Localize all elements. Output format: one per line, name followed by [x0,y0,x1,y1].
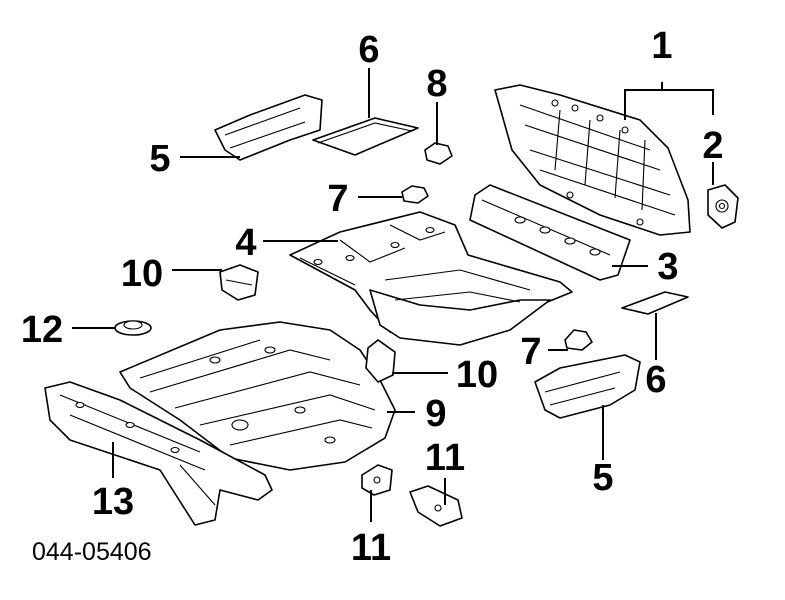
callout-6-right: 6 [645,359,666,401]
callout-7-top: 7 [327,178,348,220]
part-5-bracket-lower [534,354,641,419]
diagram-code: 044-05406 [32,538,152,566]
callout-13: 13 [92,481,134,523]
part-11-mount-left [361,464,393,496]
part-10-bracket-mid [365,339,396,383]
part-1-rear-panel [494,84,691,236]
callout-8: 8 [426,63,447,105]
callout-5-bottom: 5 [592,457,613,499]
callout-2: 2 [702,125,723,167]
callout-4: 4 [235,222,256,264]
part-6-pad-lower [621,291,689,315]
part-9-floor-pan [119,321,396,471]
part-8-clip [424,142,453,165]
callout-10-mid: 10 [456,354,498,396]
leader-lines [72,68,714,522]
callout-12: 12 [21,309,63,351]
part-4-rear-floor-pan [289,211,573,346]
part-7-clip-upper [401,185,429,204]
callout-6-top: 6 [358,29,379,71]
callout-10-left: 10 [121,253,163,295]
callout-7-mid: 7 [520,331,541,373]
leader-1 [624,89,714,120]
part-6-pad-upper [312,117,419,156]
part-2-bracket [707,184,739,229]
callout-5-top: 5 [149,138,170,180]
part-10-bracket-left [219,264,259,301]
callout-9: 9 [425,393,446,435]
part-3-reinforcement [469,184,631,281]
callout-11-right: 11 [425,437,465,479]
callout-1: 1 [651,25,672,67]
part-11-mount-right [409,485,463,527]
part-7-clip-mid [564,329,593,351]
callout-11-left: 11 [351,527,391,569]
part-12-plug [114,320,152,336]
callout-3: 3 [657,246,678,288]
part-5-bracket-upper [214,94,323,161]
part-13-side-rail [44,381,273,526]
